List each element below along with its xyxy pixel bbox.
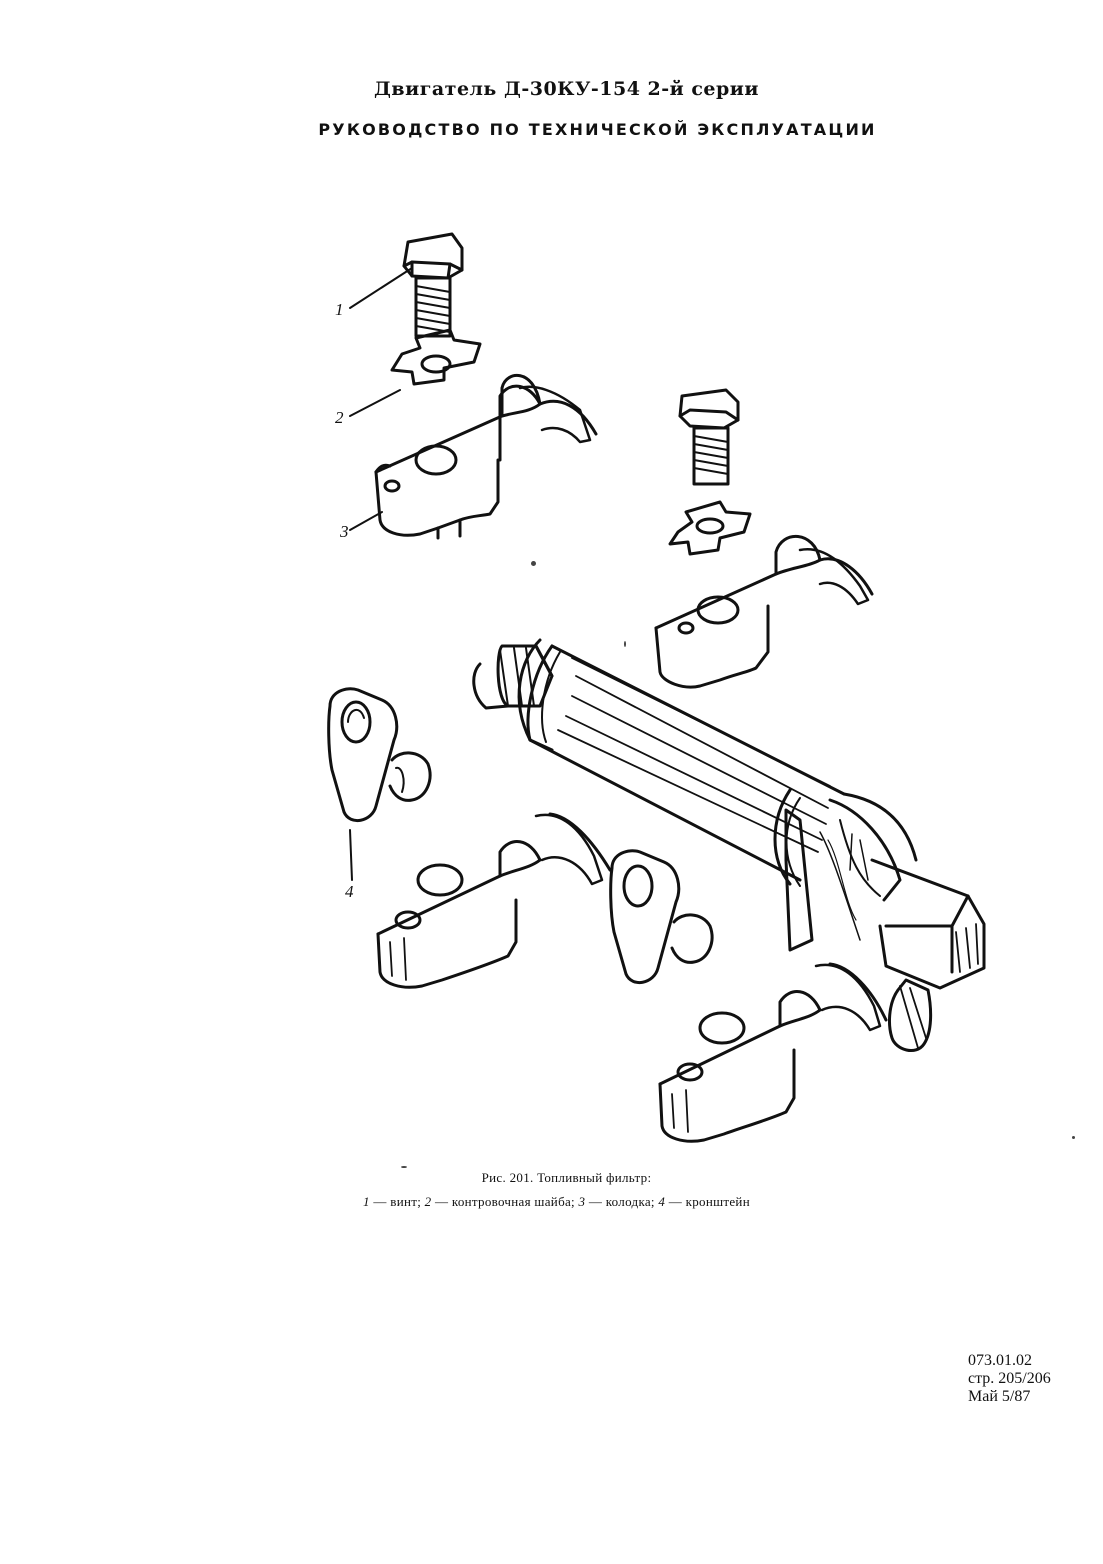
manual-title: РУКОВОДСТВО ПО ТЕХНИЧЕСКОЙ ЭКСПЛУАТАЦИИ [318, 120, 877, 139]
clamp-lower-left [376, 812, 612, 989]
document-reference: 073.01.02 стр. 205/206 Май 5/87 [968, 1352, 1051, 1406]
legend-text-4: — кронштейн [665, 1194, 750, 1209]
bracket-left [327, 687, 432, 822]
page-title: Двигатель Д-30КУ-154 2-й серии [374, 78, 759, 100]
figure-caption-legend: 1 — винт; 2 — контровочная шайба; 3 — ко… [0, 1194, 1103, 1210]
filter-body [472, 638, 986, 1053]
callout-2: 2 [335, 408, 344, 427]
lock-washer-upper-right [668, 500, 752, 556]
clamp-upper-left [374, 373, 598, 540]
callout-4: 4 [345, 882, 354, 901]
scan-speck [401, 1166, 407, 1168]
legend-num-3: 3 [578, 1194, 586, 1209]
clamp-upper-right [654, 535, 874, 689]
legend-text-3: — колодка; [585, 1194, 659, 1209]
legend-num-2: 2 [424, 1194, 432, 1209]
scan-speck [624, 641, 626, 647]
doc-date: Май 5/87 [968, 1388, 1031, 1405]
bracket-center [609, 849, 714, 984]
figure-caption-title: Рис. 201. Топливный фильтр: [481, 1170, 652, 1185]
scan-speck [1072, 1136, 1075, 1139]
bolt-upper-right [678, 388, 740, 486]
leader-lines [349, 267, 413, 881]
fuel-filter-illustration [320, 220, 1000, 1170]
legend-num-1: 1 [363, 1194, 370, 1209]
lock-washer-upper-left [390, 328, 482, 386]
doc-code: 073.01.02 [968, 1352, 1032, 1369]
scan-speck [531, 561, 536, 566]
bolt-upper-left [402, 232, 464, 338]
callout-3: 3 [340, 522, 349, 541]
callout-1: 1 [335, 300, 344, 319]
legend-num-4: 4 [658, 1194, 666, 1209]
legend-text-1: — винт; [369, 1194, 425, 1209]
legend-text-2: — контровочная шайба; [431, 1194, 579, 1209]
doc-page: стр. 205/206 [968, 1370, 1051, 1387]
clamp-lower-right [658, 962, 888, 1143]
